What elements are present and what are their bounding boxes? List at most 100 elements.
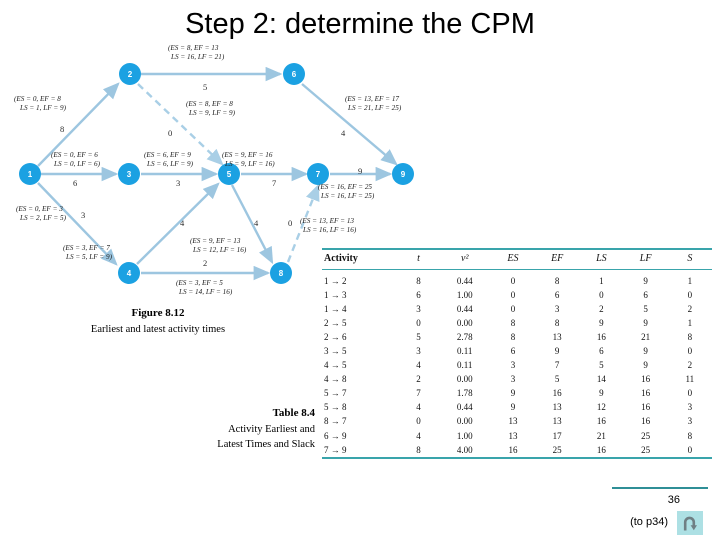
table-col-ls: LS (596, 253, 607, 264)
table-cell: 7 (554, 360, 560, 371)
table-cell: 3 (510, 360, 516, 371)
table-cell-activity: 4 → 8 (324, 374, 347, 385)
table-cell-activity: 1 → 2 (324, 275, 347, 286)
edge-duration-5-7: 7 (272, 178, 277, 188)
node-1[interactable] (19, 163, 41, 185)
table-cell: 0 (687, 289, 693, 300)
table-cell: 6 (643, 289, 648, 300)
table-cell: 16 (552, 388, 562, 399)
node-5[interactable] (218, 163, 240, 185)
table-cell: 5 (416, 331, 421, 342)
node-7[interactable] (307, 163, 329, 185)
table-cell: 17 (552, 430, 562, 441)
edge-info-3-5: (ES = 6, EF = 9 LS = 6, LF = 9) (144, 151, 194, 168)
page-number: 36 (667, 494, 680, 506)
node-9[interactable] (392, 163, 414, 185)
table-cell: 3 (416, 303, 421, 314)
node-2-label: 2 (128, 70, 133, 79)
table-cell: 5 (599, 360, 604, 371)
edge-info-5-8: (ES = 9, EF = 13 LS = 12, LF = 16) (190, 237, 247, 254)
table-head: Activity t v² ES EF LS LF S (322, 249, 712, 270)
edge-info-8-7: (ES = 13, EF = 13 LS = 16, LF = 16) (300, 217, 357, 234)
table-cell: 0.00 (456, 374, 473, 385)
table-cell: 6 (416, 289, 421, 300)
table-cell: 2 (687, 360, 693, 371)
edge-duration-1-2: 8 (60, 124, 65, 134)
table-cell: 9 (643, 346, 648, 357)
table-cell: 0.44 (456, 303, 473, 314)
table-col-v2: v² (461, 253, 469, 264)
node-5-label: 5 (227, 170, 232, 179)
node-6[interactable] (283, 63, 305, 85)
edge-duration-1-3: 6 (73, 178, 78, 188)
edge-duration-2-5: 0 (168, 128, 173, 138)
node-9-label: 9 (401, 170, 406, 179)
return-button[interactable] (677, 511, 703, 535)
table-cell: 13 (508, 430, 518, 441)
table-cell: 8 (554, 275, 560, 286)
edge-duration-1-4: 3 (81, 210, 86, 220)
table-cell: 8 (554, 317, 560, 328)
table-cell: 9 (599, 317, 604, 328)
table-cell: 0 (416, 317, 421, 328)
diagram-svg: 1 2 3 4 5 6 7 8 9 (19, 63, 414, 284)
table-cell: 5 (554, 374, 560, 385)
table-caption: Table 8.4 Activity Earliest and Latest T… (150, 406, 315, 452)
table-cell: 9 (643, 275, 648, 286)
edge-4-5 (136, 182, 220, 265)
node-3[interactable] (118, 163, 140, 185)
table-cell-activity: 2 → 5 (324, 317, 347, 328)
edge-info-6-9: (ES = 13, EF = 17 LS = 21, LF = 25) (345, 95, 402, 112)
table-cell: 0 (599, 289, 604, 300)
table-cell: 8 (510, 331, 516, 342)
table-cell: 5 (643, 303, 648, 314)
table-cell: 13 (508, 416, 518, 427)
node-6-label: 6 (292, 70, 297, 79)
node-8-label: 8 (279, 269, 284, 278)
node-1-label: 1 (28, 170, 33, 179)
table-cell: 16 (641, 374, 651, 385)
page-title: Step 2: determine the CPM (185, 8, 535, 40)
edge-info-4-5: (ES = 3, EF = 7 LS = 5, LF = 9) (63, 244, 113, 261)
table-cell: 7 (416, 388, 421, 399)
table-cell: 13 (552, 416, 562, 427)
table-cell-activity: 5 → 8 (324, 402, 347, 413)
footer-divider (612, 487, 708, 489)
edge-8-7-dummy (286, 183, 320, 263)
to-page-label: (to p34) (630, 516, 668, 528)
table-cell: 9 (554, 346, 560, 357)
table-cell: 16 (596, 444, 606, 455)
u-turn-arrow-icon (682, 515, 698, 532)
figure-caption-title: Figure 8.12 (131, 307, 185, 319)
table-cell-activity: 3 → 5 (324, 346, 347, 357)
edge-duration-4-5: 4 (180, 218, 185, 228)
edge-duration-6-9: 4 (341, 128, 346, 138)
table-cell: 16 (596, 331, 606, 342)
node-7-label: 7 (316, 170, 321, 179)
table-cell: 16 (596, 416, 606, 427)
table-cell-activity: 2 → 6 (324, 331, 347, 342)
node-8[interactable] (270, 262, 292, 284)
table-header-row: Activity t v² ES EF LS LF S (322, 249, 712, 270)
node-2[interactable] (119, 63, 141, 85)
node-4[interactable] (118, 262, 140, 284)
table-bottom-rule (322, 456, 712, 462)
table-cell: 6 (599, 346, 604, 357)
diagram-nodes: 1 2 3 4 5 6 7 8 9 (19, 63, 414, 284)
table-cell: 6 (510, 346, 516, 357)
table-cell: 3 (554, 303, 560, 314)
table-element: Activity t v² ES EF LS LF S 1 → 2 8 0.44 0 8… (322, 248, 712, 462)
